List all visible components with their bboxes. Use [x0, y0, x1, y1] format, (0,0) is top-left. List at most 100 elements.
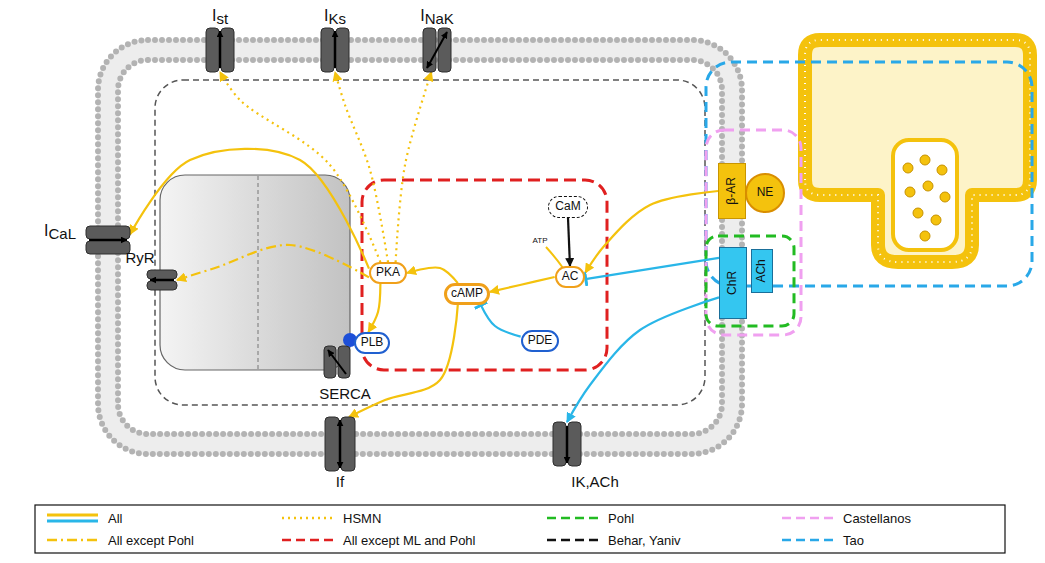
flux-arrow: [339, 420, 341, 468]
legend-line: [782, 539, 833, 542]
channel-subunit: [568, 422, 581, 466]
signal-connector: [490, 277, 555, 292]
legend-text: Castellanos: [843, 511, 911, 526]
receptor-box: ChR: [719, 247, 747, 319]
signal-connector: [407, 267, 458, 283]
calmodulin-node: CaM: [548, 196, 587, 218]
legend-item: Behar, Yaniv: [545, 532, 681, 548]
legend-text: Tao: [843, 533, 864, 548]
flux-arrow: [328, 350, 346, 374]
ion-channel: Ist: [206, 28, 234, 72]
cytosol-boundary: [155, 80, 705, 405]
ion-channel: IK,ACh: [553, 422, 581, 466]
atp-flux: [546, 247, 563, 268]
legend-sample: [45, 511, 100, 525]
legend-sample: [545, 533, 600, 547]
channel-symbol: [423, 28, 451, 72]
node-label: ChR: [726, 271, 740, 295]
channel-label: RyR: [125, 249, 154, 266]
legend-text: All except ML and Pohl: [343, 533, 475, 548]
legend-line: [282, 517, 333, 520]
ion-channel: If: [325, 417, 355, 471]
membrane-inner-heads: [118, 60, 722, 434]
signal-connector: [220, 72, 380, 262]
channel-subunit: [206, 28, 219, 72]
legend-line: [547, 517, 598, 520]
channel-symbol: [86, 226, 130, 254]
legend-item: Castellanos: [780, 510, 911, 526]
legend-sample: [545, 511, 600, 525]
sr-divider: [258, 176, 259, 369]
node-label: β-AR: [725, 177, 739, 205]
legend-item: Pohl: [545, 510, 634, 526]
legend-text: All: [108, 511, 122, 526]
pohl-boundary: [706, 236, 794, 326]
channel-subunit: [321, 28, 334, 72]
legend-item: Tao: [780, 532, 864, 548]
channel-subunit: [324, 346, 336, 378]
molecule-label: ATP: [533, 236, 548, 245]
channel-subunit: [325, 417, 339, 471]
channel-symbol: [324, 346, 350, 378]
serca-pump: SERCA: [324, 346, 350, 378]
ion-channel: IKs: [321, 28, 349, 72]
channel-symbol: [206, 28, 234, 72]
legend-item: HSMN: [280, 510, 381, 526]
legend-text: HSMN: [343, 511, 381, 526]
legend-line: [47, 520, 98, 523]
channel-label: ICaL: [44, 222, 76, 242]
node-label: AC: [562, 270, 579, 284]
node-label: cAMP: [451, 287, 483, 301]
node-label: ACh: [755, 259, 769, 282]
sarcoplasmic-reticulum: [160, 175, 350, 370]
node-label: NE: [757, 186, 774, 200]
channel-subunit: [336, 28, 349, 72]
legend-line: [47, 514, 98, 517]
flux-arrow: [150, 279, 174, 281]
nerve-terminal: [805, 40, 1030, 262]
legend-sample: [780, 511, 835, 525]
signal-connector: [481, 305, 521, 337]
legend-text: Behar, Yaniv: [608, 533, 681, 548]
castellanos-boundary: [706, 130, 801, 335]
enzyme-node: AC: [555, 266, 586, 288]
node-label: PDE: [528, 334, 553, 348]
signal-connector: [567, 297, 719, 422]
node-label: PKA: [376, 266, 400, 280]
signal-connector: [585, 258, 719, 279]
legend-text: Pohl: [608, 511, 634, 526]
phosphodiesterase-node: PDE: [521, 330, 560, 352]
legend-item: All except ML and Pohl: [280, 532, 475, 548]
flux-arrow: [219, 31, 221, 68]
flux-arrow: [427, 32, 447, 68]
legend-line: [782, 517, 833, 520]
signal-connector: [396, 72, 432, 262]
legend-item: All except Pohl: [45, 532, 194, 548]
cell-membrane: [108, 50, 732, 444]
signal-connector: [368, 284, 380, 332]
legend-sample: [780, 533, 835, 547]
flux-arrow: [566, 426, 568, 463]
vesicles: [903, 155, 950, 241]
channel-symbol: [325, 417, 355, 471]
signal-connector: [177, 245, 369, 280]
kinase-node: PKA: [369, 262, 407, 284]
channel-subunit: [338, 346, 350, 378]
legend-line: [47, 539, 98, 542]
camp-module-boundary: [362, 180, 607, 370]
flux-arrow: [89, 239, 127, 241]
channel-subunit: [147, 281, 177, 290]
ryanodine-receptor: RyR: [147, 270, 177, 290]
channel-label: If: [336, 473, 344, 490]
signal-connector: [130, 149, 369, 269]
channel-label: IK,ACh: [571, 473, 619, 490]
legend-sample: [280, 533, 335, 547]
signal-connector: [568, 218, 570, 266]
legend-line: [282, 539, 333, 542]
terminal-pocket: [893, 140, 957, 250]
ion-pump: INaK: [423, 28, 451, 72]
channel-subunit: [221, 28, 234, 72]
legend-sample: [280, 511, 335, 525]
